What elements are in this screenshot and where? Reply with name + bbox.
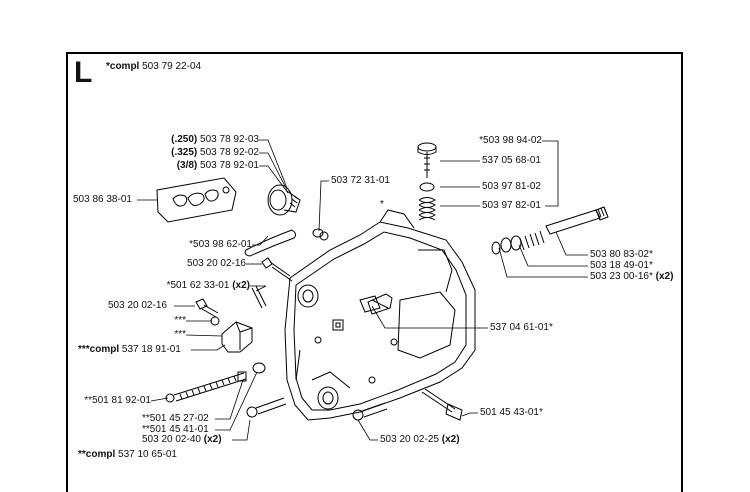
part-label-tensioner-kit: ***compl 537 18 91-01: [78, 344, 181, 355]
collar-spring-rings-part: [492, 231, 544, 254]
adjust-screw-part: [166, 363, 265, 402]
section-letter: L: [74, 56, 93, 89]
knob-stack-part: [418, 143, 436, 220]
part-label-bar-plate-325: (.325) 503 78 92-02: [171, 147, 259, 158]
part-label-sleeve: 503 72 31-01: [331, 175, 390, 186]
screw-parts-lower: [247, 398, 286, 417]
section-title-prefix: *compl: [106, 61, 140, 72]
part-label-tensioner-compl: **compl 537 10 65-01: [78, 449, 177, 460]
part-label-screw-1: 503 20 02-16: [187, 258, 246, 269]
part-label-bar-guide-plate: 503 86 38-01: [73, 194, 132, 205]
part-label-nut-2: **501 45 41-01: [142, 424, 209, 435]
part-label-hook-pin: 501 45 43-01*: [480, 407, 543, 418]
screw-parts-left: [196, 258, 292, 325]
section-title-number: 503 79 22-04: [142, 61, 202, 72]
part-label-nut-1: **501 45 27-02: [142, 413, 209, 424]
diagram-frame: [66, 52, 683, 492]
part-label-lever: 537 04 61-01*: [490, 322, 553, 333]
part-label-screw-4: 503 20 02-25 (x2): [380, 434, 460, 445]
bushing-parts: [313, 229, 328, 240]
bar-guide-plate-part: [157, 178, 236, 222]
hook-pin-part: [422, 389, 462, 420]
part-label-adjust-screw: **501 81 92-01: [84, 395, 151, 406]
sleeve-part: [268, 185, 300, 215]
exploded-view-drawing: *: [0, 0, 750, 480]
lever-part: [368, 294, 392, 314]
part-label-washer: 503 97 81-02: [482, 181, 541, 192]
part-label-bar-plate-38: (3/8) 503 78 92-01: [176, 160, 259, 171]
part-label-screw-3: 503 20 02-40 (x2): [142, 434, 222, 445]
clutch-cover-body: [285, 210, 475, 420]
part-label-spring-pin: *501 62 33-01 (x2): [166, 280, 250, 291]
part-label-knob: *503 98 94-02: [479, 135, 542, 146]
tensioner-bracket-part: [222, 322, 252, 352]
screw-bottom-part: [353, 403, 387, 420]
part-label-bar-plate-250: (.250) 503 78 92-03: [171, 134, 259, 145]
shaft-part: [546, 207, 608, 234]
pin-part: [245, 230, 296, 256]
leader-lines: [137, 140, 588, 440]
asterisk-marker: *: [380, 199, 384, 210]
section-title: *compl 503 79 22-04: [106, 61, 201, 73]
part-label-collar: 503 18 49-01*: [590, 260, 653, 271]
part-label-shaft: 503 80 83-02*: [590, 249, 653, 260]
part-label-triple-star-1: ***: [174, 315, 186, 326]
part-label-pin: *503 98 62-01: [189, 239, 252, 250]
part-label-stem: 537 05 68-01: [482, 155, 541, 166]
part-label-spring: 503 97 82-01: [482, 200, 541, 211]
part-label-triple-star-2: ***: [174, 329, 186, 340]
part-label-ring: 503 23 00-16* (x2): [590, 271, 674, 282]
part-label-screw-2: 503 20 02-16: [108, 300, 167, 311]
